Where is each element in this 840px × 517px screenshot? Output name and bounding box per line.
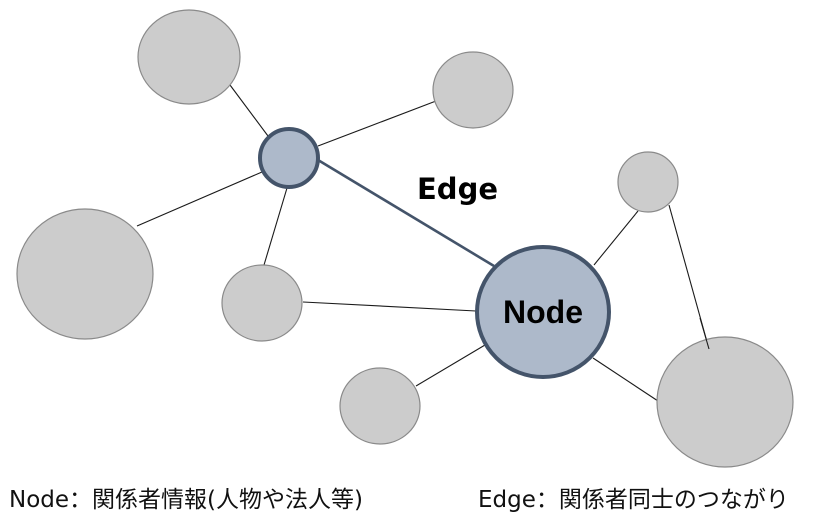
edge-hub-topright <box>317 100 437 147</box>
main-node <box>475 245 611 379</box>
edge-node-bottomright <box>592 357 659 402</box>
node-left-large <box>16 208 154 340</box>
edge-caption: Edge：関係者同士のつながり <box>478 487 789 513</box>
edge-topleft-hub <box>229 84 269 137</box>
edge-bottommiddle-node <box>415 344 486 387</box>
edge-hub-middle <box>263 187 288 266</box>
node-bottom-right-large <box>656 336 794 468</box>
edge-hub-left <box>136 171 263 227</box>
node-caption: Node：関係者情報(人物や法人等) <box>9 487 363 513</box>
node-bottom-middle <box>339 367 421 445</box>
node-top-right <box>432 51 514 129</box>
node-small-right <box>617 151 679 213</box>
node-middle <box>221 264 303 342</box>
main-node-label: Node <box>503 294 583 330</box>
edge-middle-node <box>302 301 477 312</box>
node-top-left <box>137 9 241 105</box>
edge-label: Edge <box>417 172 498 206</box>
highlighted-edge <box>317 158 495 268</box>
edges <box>136 84 710 402</box>
edge-overlap-bottomright <box>699 317 710 350</box>
plain-nodes <box>16 9 794 468</box>
hub-node <box>258 127 320 189</box>
network-diagram: Node Edge <box>16 9 794 468</box>
edge-node-smallright <box>593 210 639 266</box>
